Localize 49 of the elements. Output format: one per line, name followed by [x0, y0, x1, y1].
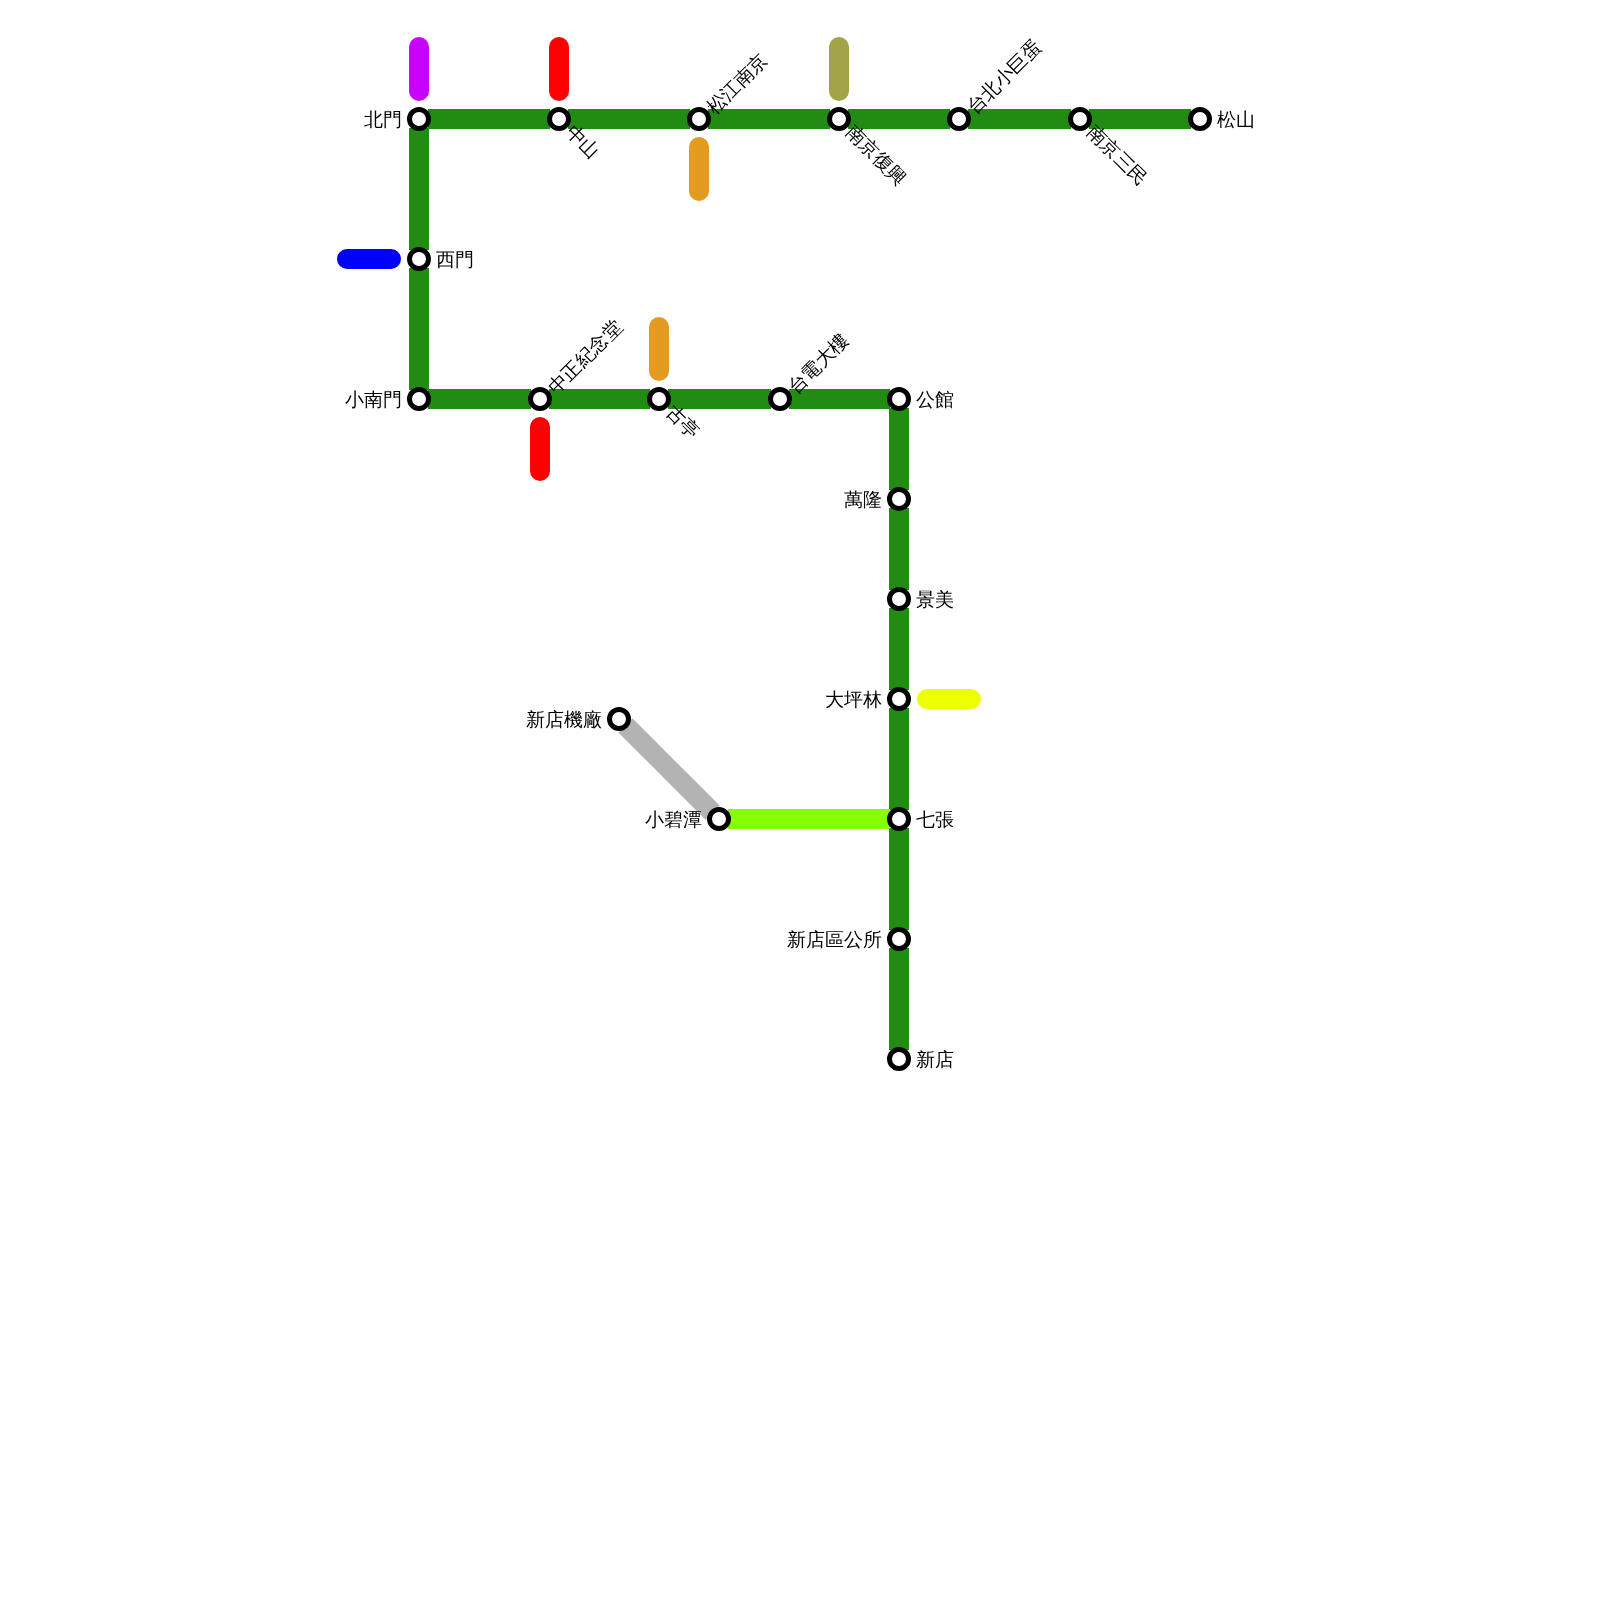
station-name: 北門	[364, 108, 402, 130]
transfer-line-stub	[917, 689, 981, 709]
transfer-line-stub	[549, 37, 569, 101]
track-line	[889, 608, 909, 690]
track-line	[848, 109, 950, 129]
track-line	[618, 718, 720, 820]
track-line	[409, 268, 429, 390]
station-name: 小碧潭	[645, 808, 702, 830]
station-name: 萬隆	[844, 488, 882, 510]
track-line	[1089, 109, 1191, 129]
station-name: 中山	[562, 120, 605, 163]
track-line	[568, 109, 690, 129]
track-line	[889, 948, 909, 1050]
track-line	[428, 389, 531, 409]
track-line	[549, 389, 650, 409]
station-name: 小南門	[345, 388, 402, 410]
station-name: 松江南京	[702, 48, 772, 118]
station-name: 台北小巨蛋	[962, 35, 1045, 118]
station-name: 南京復興	[842, 120, 912, 190]
track-line	[789, 389, 890, 409]
track-line	[428, 109, 550, 129]
station-name: 台電大樓	[783, 328, 853, 398]
station-name: 新店區公所	[787, 928, 882, 950]
track-line	[728, 809, 890, 829]
transfer-line-stub	[649, 317, 669, 381]
transfer-line-stub	[689, 137, 709, 201]
station-name: 七張	[916, 808, 954, 830]
station-name: 西門	[436, 248, 474, 270]
transfer-line-stub	[530, 417, 550, 481]
track-line	[668, 389, 771, 409]
station-name: 中正紀念堂	[543, 315, 626, 398]
station-name: 公館	[916, 388, 954, 410]
station-name: 景美	[916, 588, 954, 610]
station-name: 南京三民	[1083, 120, 1153, 190]
station-name: 新店	[916, 1048, 954, 1070]
station-name: 大坪林	[825, 688, 882, 710]
transfer-line-stub	[337, 249, 401, 269]
track-line	[889, 408, 909, 490]
station-name: 古亭	[662, 400, 705, 443]
track-line	[409, 128, 429, 250]
track-line	[889, 708, 909, 810]
transfer-line-stub	[409, 37, 429, 101]
station-name: 松山	[1217, 108, 1255, 130]
track-line	[889, 508, 909, 590]
station-name: 新店機廠	[526, 708, 602, 730]
track-line	[968, 109, 1071, 129]
track-line	[708, 109, 830, 129]
track-line	[889, 828, 909, 930]
transfer-line-stub	[829, 37, 849, 101]
